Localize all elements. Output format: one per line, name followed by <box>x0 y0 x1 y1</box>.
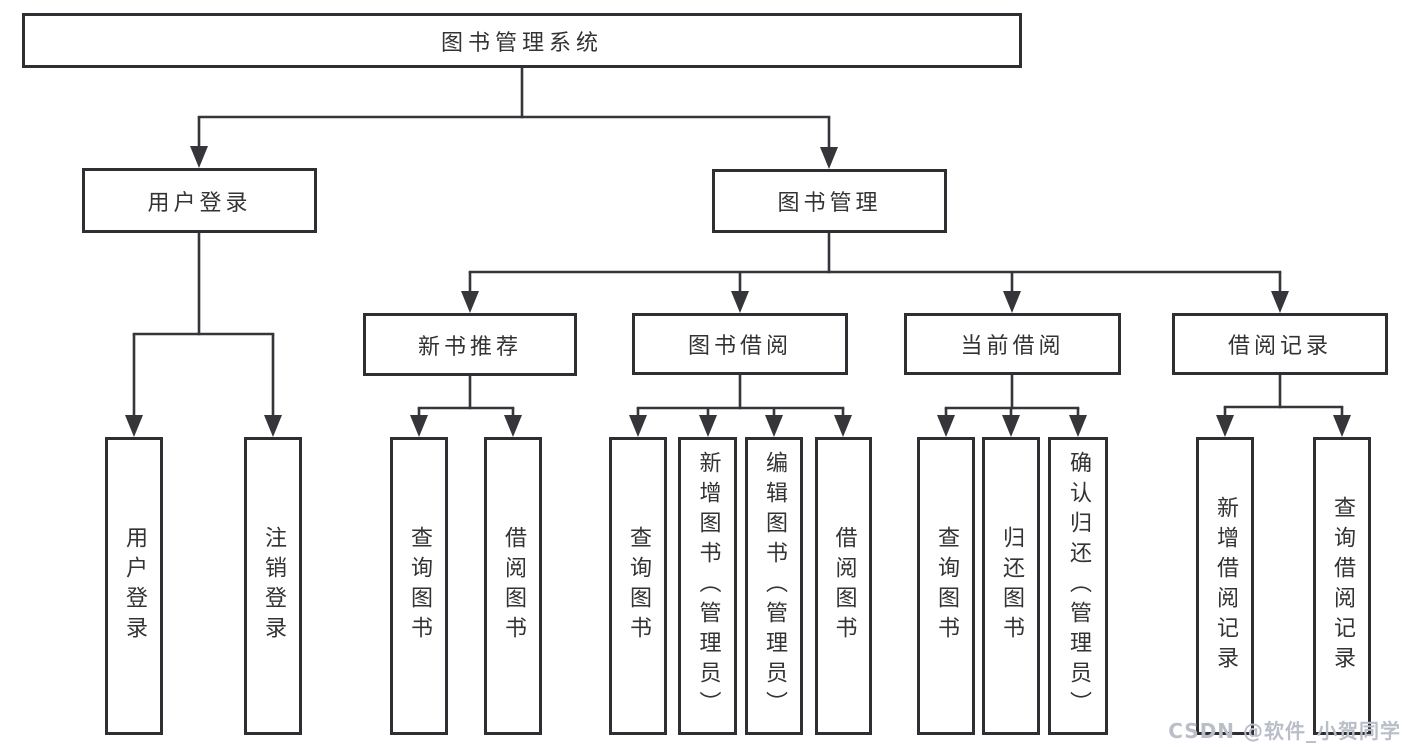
node-label: 当前借阅 <box>960 334 1065 359</box>
node-logout: 注销登录 <box>244 437 302 735</box>
node-label: 用户登录 <box>122 526 147 646</box>
csdn-watermark: CSDN @软件_小贺同学 <box>1168 719 1401 743</box>
node-current-query-books: 查询图书 <box>917 437 975 735</box>
node-label: 查询借阅记录 <box>1330 496 1355 676</box>
node-user-login: 用户登录 <box>105 437 163 735</box>
node-new-book-recommend: 新书推荐 <box>363 313 577 376</box>
node-label: 借阅记录 <box>1227 334 1332 359</box>
node-label: 图书管理系统 <box>440 30 603 56</box>
node-book-management-branch: 图书管理 <box>712 169 947 233</box>
node-recommend-borrow-books: 借阅图书 <box>484 437 542 735</box>
node-user-login-branch: 用户登录 <box>82 168 317 233</box>
node-label: 查询图书 <box>626 526 651 646</box>
node-label: 图书管理 <box>777 191 882 216</box>
node-label: 新增图书（管理员） <box>695 451 721 721</box>
node-label: 图书借阅 <box>687 334 792 359</box>
node-label: 查询图书 <box>407 526 432 646</box>
node-borrowing-borrow-books: 借阅图书 <box>815 437 872 735</box>
node-label: 归还图书 <box>999 526 1024 646</box>
node-return-books: 归还图书 <box>982 437 1040 735</box>
node-label: 查询图书 <box>934 526 959 646</box>
node-label: 注销登录 <box>261 526 286 646</box>
node-borrowing-query-books: 查询图书 <box>609 437 667 735</box>
node-add-borrow-record: 新增借阅记录 <box>1196 437 1254 735</box>
node-borrowing-records: 借阅记录 <box>1172 313 1388 375</box>
node-add-books-admin: 新增图书（管理员） <box>678 437 737 735</box>
node-current-borrowing: 当前借阅 <box>904 313 1121 375</box>
node-book-borrowing: 图书借阅 <box>632 313 848 375</box>
node-label: 借阅图书 <box>501 526 526 646</box>
node-confirm-return-admin: 确认归还（管理员） <box>1048 437 1108 735</box>
node-label: 新增借阅记录 <box>1213 496 1238 676</box>
node-edit-books-admin: 编辑图书（管理员） <box>745 437 803 735</box>
node-label: 新书推荐 <box>417 334 522 360</box>
node-label: 用户登录 <box>147 190 252 216</box>
node-recommend-query-books: 查询图书 <box>390 437 448 735</box>
node-label: 借阅图书 <box>831 526 857 646</box>
node-library-management-system: 图书管理系统 <box>22 13 1022 68</box>
node-label: 编辑图书（管理员） <box>762 451 787 721</box>
node-label: 确认归还（管理员） <box>1066 451 1091 721</box>
node-query-borrow-record: 查询借阅记录 <box>1313 437 1371 735</box>
